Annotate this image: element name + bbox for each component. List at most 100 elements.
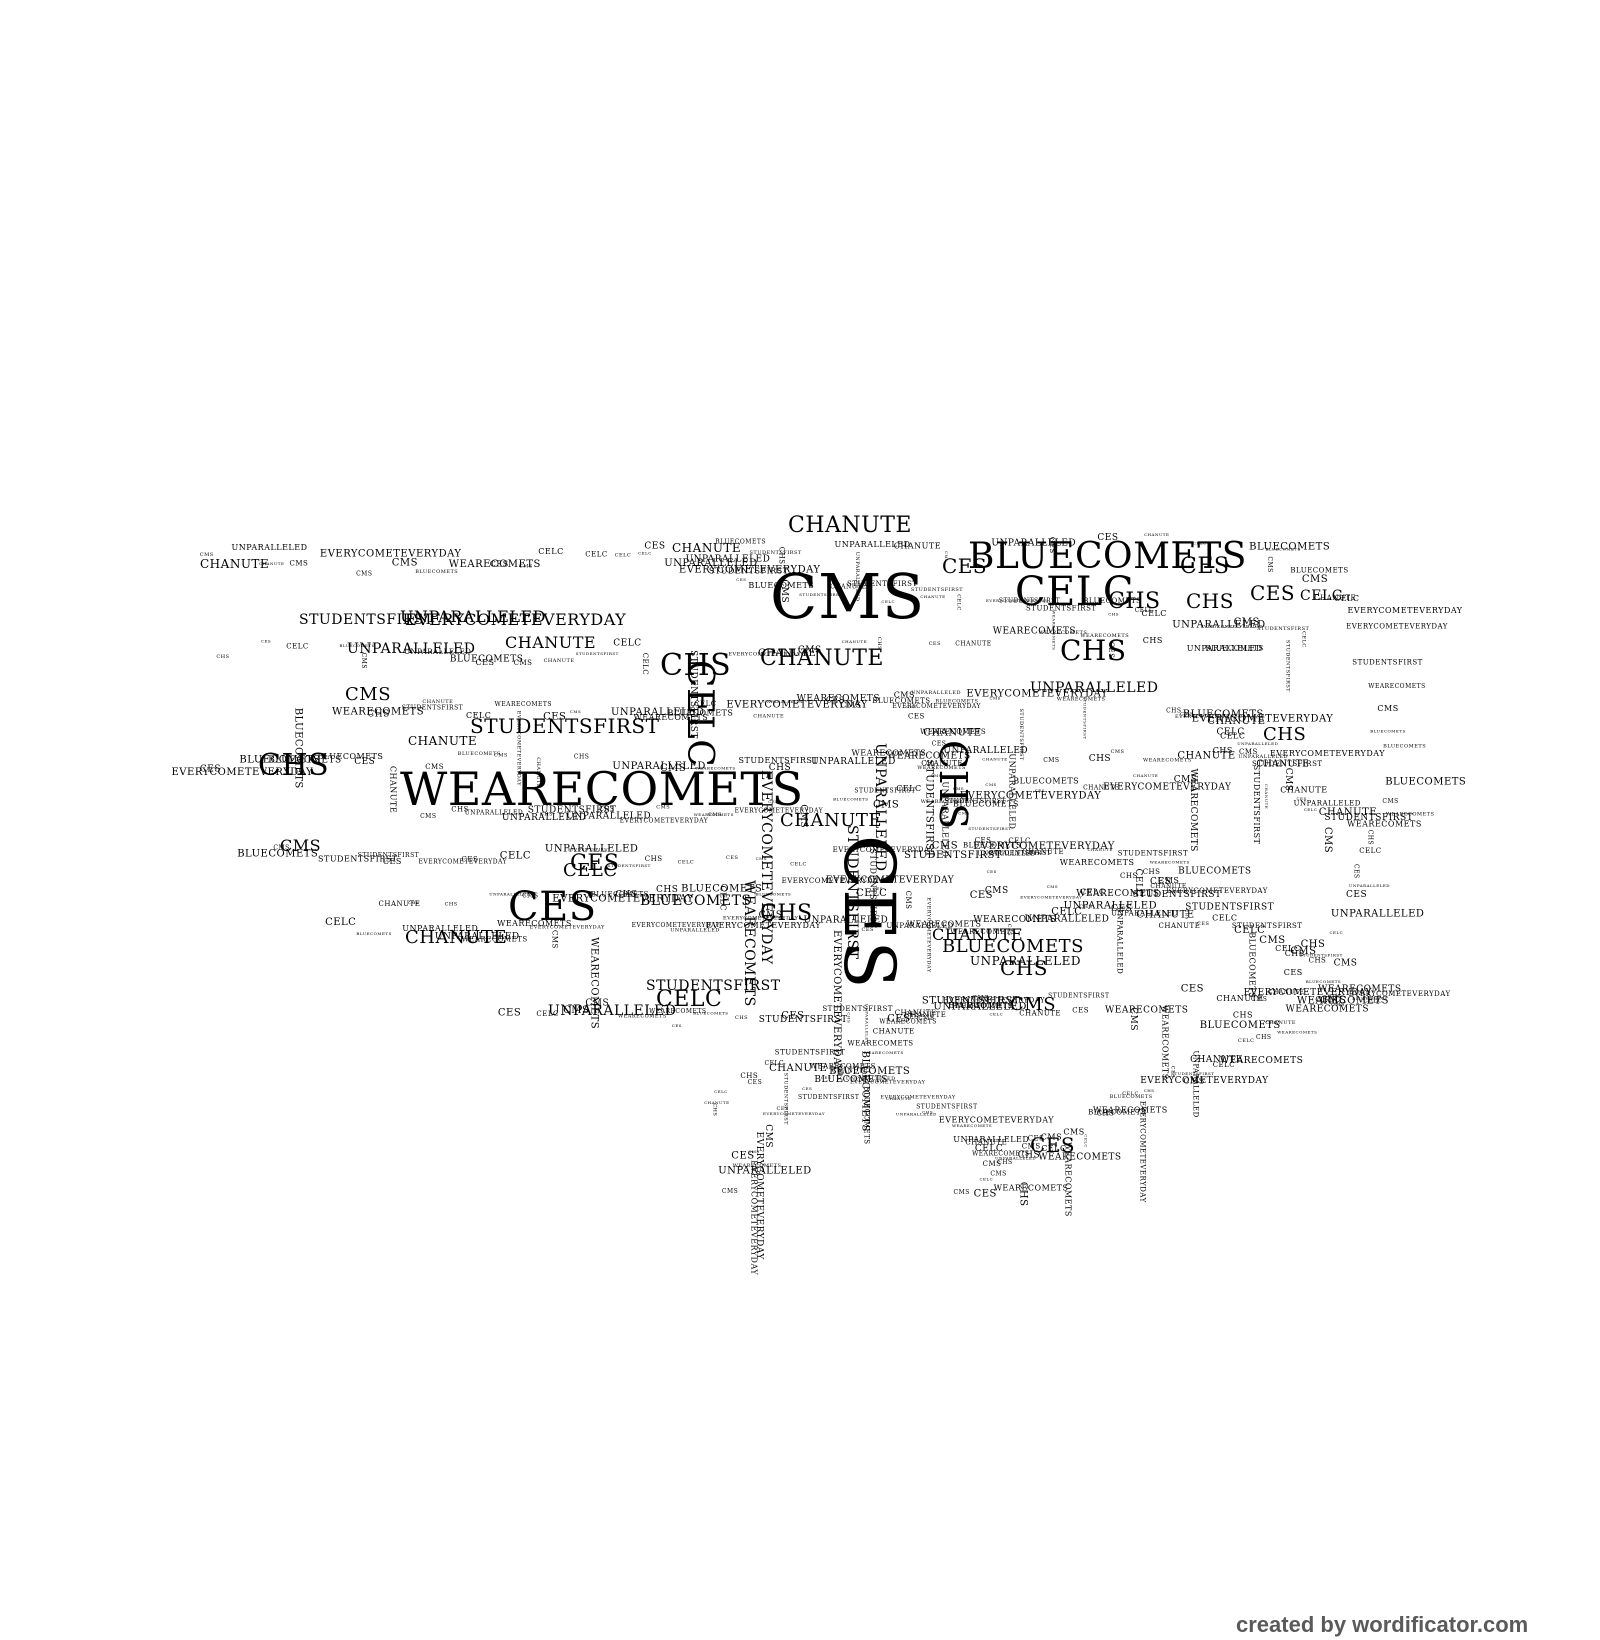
cloud-word-small: CHANUTE [1314, 594, 1356, 602]
cloud-word-small: EVERYCOMETEVERYDAY [986, 598, 1048, 603]
cloud-word-small: CES [970, 890, 993, 901]
cloud-word-small: UNPARALLELED [846, 1076, 896, 1082]
cloud-word: UNPARALLELED [347, 641, 476, 657]
cloud-word-small: CES [873, 886, 883, 891]
cloud-word-small: CELC [615, 553, 632, 559]
cloud-word-small: CMS [656, 804, 670, 810]
cloud-word-small: UNPARALLELED [404, 648, 471, 656]
cloud-word-small: CMS [1063, 1128, 1084, 1137]
cloud-word-small: WEARECOMETS [1143, 758, 1192, 764]
cloud-word: WEARECOMETS [741, 880, 757, 1007]
cloud-word-small: CES [726, 855, 738, 861]
cloud-word: WEARECOMETS [400, 762, 804, 816]
cloud-word-small: CHS [540, 811, 553, 817]
cloud-word-small: STUDENTSFIRST [1018, 709, 1024, 761]
cloud-word-small: BLUECOMETS [1249, 541, 1330, 552]
cloud-word-small: WEARECOMETS [495, 701, 552, 708]
cloud-word-small: CELC [896, 784, 921, 793]
cloud-word-small: CES [1181, 984, 1204, 995]
cloud-word-small: CES [1028, 1135, 1045, 1143]
cloud-word-small: CMS [494, 753, 508, 759]
cloud-word: CHANUTE [932, 925, 1023, 944]
cloud-word-small: CHANUTE [535, 757, 541, 788]
cloud-word-small: UNPARALLELED [670, 927, 720, 933]
cloud-word-small: STUDENTSFIRST [782, 1073, 788, 1125]
cloud-word-small: BLUECOMETS [814, 1075, 887, 1085]
cloud-word-small: WEARECOMETS [1038, 1153, 1121, 1163]
cloud-word-small: CMS [798, 804, 808, 828]
cloud-word-small: STUDENTSFIRST [799, 592, 842, 597]
cloud-word-small: CES [887, 1014, 910, 1025]
cloud-word-small: CELC [1330, 930, 1344, 935]
cloud-word-small: CHANUTE [982, 757, 1007, 762]
cloud-word-small: CHANUTE [832, 1067, 868, 1074]
cloud-word-small: EVERYCOMETEVERYDAY [1244, 988, 1373, 998]
cloud-word-small: UNPARALLELED [835, 540, 911, 549]
cloud-word-small: UNPARALLELED [896, 1111, 937, 1116]
cloud-word: CES [942, 554, 987, 578]
cloud-word-small: CELC [1135, 607, 1155, 614]
cloud-word-small: CHS [740, 1072, 758, 1080]
cloud-word-small: EVERYCOMETEVERYDAY [1139, 1101, 1147, 1203]
cloud-word-small: CMS [990, 696, 1001, 701]
cloud-word-small: EVERYCOMETEVERYDAY [632, 922, 721, 929]
cloud-word-small: WEARECOMETS [1057, 697, 1106, 703]
cloud-word-small: STUDENTSFIRST [528, 806, 617, 816]
cloud-word-small: CELC [955, 594, 961, 611]
cloud-word: CHANUTE [505, 633, 596, 652]
cloud-word-small: STUDENTSFIRST [923, 760, 934, 858]
cloud-word-small: STUDENTSFIRST [1185, 903, 1274, 913]
cloud-word-small: UNPARALLELED [995, 1156, 1036, 1161]
cloud-word-small: CHANUTE [1088, 847, 1113, 852]
cloud-word-small: CELC [466, 711, 491, 720]
cloud-word-small: CELC [500, 850, 531, 861]
cloud-word-small: EVERYCOMETEVERYDAY [1020, 895, 1082, 900]
cloud-word-small: CELC [538, 547, 563, 556]
cloud-word-small: CES [672, 1023, 682, 1028]
cloud-word-small: UNPARALLELED [953, 1135, 1029, 1144]
cloud-word-small: EVERYCOMETEVERYDAY [833, 846, 935, 854]
cloud-word-small: STUDENTSFIRST [568, 847, 611, 852]
cloud-word-small: CES [987, 869, 997, 874]
cloud-word-small: CES [462, 856, 479, 864]
cloud-word-small: UNPARALLELED [402, 924, 478, 933]
cloud-word-small: WEARECOMETS [1093, 1105, 1168, 1114]
cloud-word-small: CMS [944, 551, 949, 562]
cloud-word-small: CES [1284, 968, 1303, 977]
cloud-word-small: CELC [1334, 594, 1359, 603]
cloud-word-small: CMS [1043, 757, 1059, 764]
cloud-word-small: CELC [1238, 1038, 1255, 1044]
cloud-word-small: CMS [722, 1188, 738, 1195]
cloud-word-small: EVERYCOMETEVERYDAY [960, 790, 1102, 801]
cloud-word-small: CES [1297, 796, 1307, 801]
cloud-word-small: EVERYCOMETEVERYDAY [1349, 990, 1451, 998]
cloud-word-small: WEARECOMETS [955, 1003, 1012, 1010]
cloud-word-small: CMS [425, 763, 444, 771]
cloud-word-small: CHANUTE [1177, 750, 1235, 761]
cloud-word: CELC [1300, 588, 1343, 604]
cloud-word: CHANUTE [408, 734, 477, 748]
cloud-word-small: EVERYCOMETEVERYDAY [726, 699, 868, 710]
cloud-word-small: CHANUTE [1207, 716, 1265, 727]
cloud-word-small: UNPARALLELED [804, 915, 889, 925]
cloud-word-small: WEARECOMETS [1150, 860, 1190, 865]
cloud-word-small: CHS [1213, 746, 1233, 755]
cloud-word: CHANUTE [788, 513, 912, 538]
cloud-word-small: CMS [1266, 556, 1273, 572]
cloud-word-small: CES [644, 541, 665, 551]
cloud-word-small: EVERYCOMETEVERYDAY [723, 915, 799, 921]
cloud-word-small: CMS [1047, 884, 1058, 889]
cloud-word-small: CES [1107, 642, 1115, 659]
cloud-word-small: CHS [1301, 939, 1326, 950]
cloud-word-small: STUDENTSFIRST [358, 852, 419, 859]
cloud-word-small: CHANUTE [955, 640, 991, 647]
cloud-word-small: UNPARALLELED [566, 811, 651, 821]
cloud-word-small: UNPARALLELED [1111, 909, 1178, 917]
cloud-word-small: CES [1035, 788, 1045, 793]
cloud-word-small: BLUECOMETS [1370, 729, 1405, 734]
cloud-word-small: BLUECOMETS [356, 931, 391, 936]
cloud-word-small: CHANUTE [379, 900, 421, 908]
cloud-word-small: BLUECOMETS [339, 643, 374, 648]
cloud-word: CHANUTE [780, 810, 882, 831]
cloud-word-small: CHANUTE [895, 1009, 937, 1017]
